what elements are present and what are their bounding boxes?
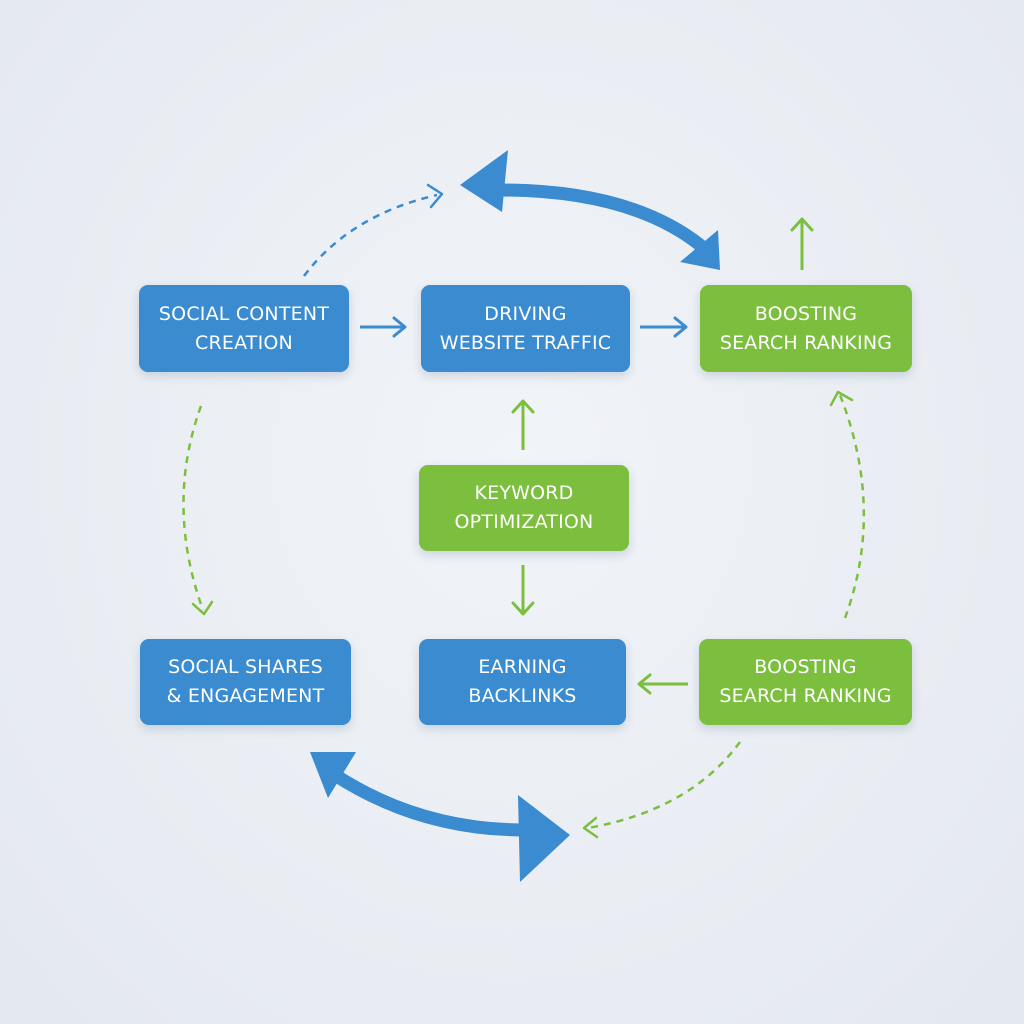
node-boosting-search-ranking-bottom: BOOSTING SEARCH RANKING xyxy=(699,639,912,725)
node-label-line2: SEARCH RANKING xyxy=(719,331,893,354)
dashed-arrow-social-to-top xyxy=(303,183,444,277)
node-earning-backlinks: EARNING BACKLINKS xyxy=(419,639,626,725)
node-label-line2: OPTIMIZATION xyxy=(454,511,594,533)
node-label-line1: KEYWORD xyxy=(474,482,574,504)
arrow-traffic-to-ranking xyxy=(640,316,688,338)
arrow-keyword-to-backlinks xyxy=(511,565,535,616)
node-driving-website-traffic: DRIVING WEBSITE TRAFFIC xyxy=(421,285,630,372)
node-keyword-optimization: KEYWORD OPTIMIZATION xyxy=(419,465,629,551)
dashed-arrow-ranking-to-bottom xyxy=(582,741,742,839)
node-label-line1: EARNING xyxy=(478,656,567,678)
node-boosting-search-ranking-top: BOOSTING SEARCH RANKING xyxy=(700,285,912,372)
arrow-keyword-to-traffic xyxy=(511,399,535,450)
node-label-line1: SOCIAL SHARES xyxy=(168,656,323,678)
node-label-line2: WEBSITE TRAFFIC xyxy=(439,331,612,354)
node-label-line1: SOCIAL CONTENT xyxy=(158,302,330,325)
arrow-social-to-traffic xyxy=(360,316,407,338)
node-label-line2: SEARCH RANKING xyxy=(719,685,892,707)
top-double-arrow xyxy=(460,150,720,270)
dashed-arrow-ranking-up xyxy=(829,390,865,619)
node-label-line1: BOOSTING xyxy=(754,656,857,678)
node-social-content-creation: SOCIAL CONTENT CREATION xyxy=(139,285,349,372)
arrow-ranking-up xyxy=(790,217,814,270)
bottom-double-arrow xyxy=(310,752,570,882)
node-label-line1: DRIVING xyxy=(484,302,567,325)
node-label-line2: & ENGAGEMENT xyxy=(166,685,325,707)
node-label-line2: CREATION xyxy=(195,331,293,354)
dashed-arrow-social-to-shares xyxy=(182,405,214,616)
arrow-ranking-to-backlinks xyxy=(637,673,688,695)
node-label-line2: BACKLINKS xyxy=(468,685,577,707)
node-social-shares-engagement: SOCIAL SHARES & ENGAGEMENT xyxy=(140,639,351,725)
node-label-line1: BOOSTING xyxy=(754,302,858,325)
